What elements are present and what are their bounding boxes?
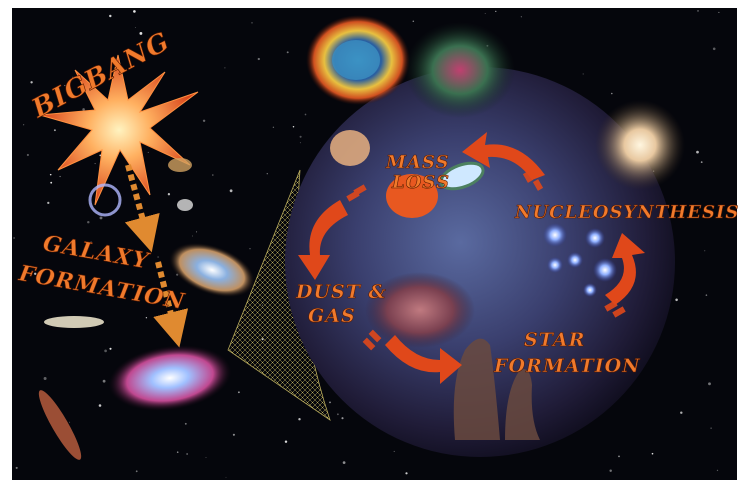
background-star xyxy=(250,248,251,249)
globular-cluster xyxy=(595,100,685,190)
background-star xyxy=(177,451,179,453)
star-formation-label-line1: STAR xyxy=(524,329,585,351)
background-star xyxy=(206,457,207,458)
background-star xyxy=(109,348,111,350)
background-star xyxy=(59,176,60,177)
background-star xyxy=(157,256,159,258)
background-star xyxy=(718,12,719,13)
mass-loss-label-line2: LOSS xyxy=(391,172,450,193)
background-star xyxy=(224,67,225,68)
background-star xyxy=(135,27,136,28)
background-star xyxy=(186,453,187,454)
background-star xyxy=(185,423,187,425)
dust-gas-label-line1: DUST & xyxy=(295,281,387,303)
background-star xyxy=(27,154,29,156)
background-star xyxy=(13,237,15,239)
background-star xyxy=(146,317,147,318)
background-star xyxy=(329,402,331,404)
background-star xyxy=(192,236,193,237)
ring-nebula-hole xyxy=(332,40,380,80)
background-star xyxy=(300,136,302,138)
background-star xyxy=(50,174,52,176)
background-star xyxy=(706,294,708,296)
edge-on-galaxy xyxy=(44,316,104,328)
background-star xyxy=(618,456,620,458)
background-star xyxy=(701,161,703,163)
background-star xyxy=(285,440,287,442)
background-star xyxy=(675,299,678,302)
background-star xyxy=(87,221,89,223)
background-star xyxy=(300,142,301,143)
background-star xyxy=(413,21,415,23)
background-star xyxy=(133,10,136,13)
background-star xyxy=(30,81,32,83)
background-star xyxy=(267,173,268,174)
background-star xyxy=(212,174,214,176)
background-star xyxy=(136,470,138,472)
background-star xyxy=(704,250,705,251)
background-star xyxy=(252,22,253,23)
background-star xyxy=(287,51,289,53)
background-star xyxy=(405,472,407,474)
background-star xyxy=(95,163,96,164)
background-star xyxy=(54,129,56,131)
small-galaxy-2 xyxy=(177,199,193,211)
background-star xyxy=(148,152,149,153)
background-star xyxy=(99,404,102,407)
emission-nebula xyxy=(405,22,515,118)
background-star xyxy=(203,120,205,122)
background-star xyxy=(47,202,49,204)
background-star xyxy=(139,32,142,35)
background-star xyxy=(696,151,699,154)
background-star xyxy=(495,11,496,12)
dust-gas-label-line2: GAS xyxy=(308,305,356,327)
background-star xyxy=(238,391,240,393)
background-star xyxy=(521,16,522,17)
planetary-nebula xyxy=(330,130,370,166)
background-star xyxy=(69,422,70,423)
star-formation-label-line2: FORMATION xyxy=(493,355,641,377)
background-star xyxy=(680,411,682,413)
background-star xyxy=(611,93,613,95)
background-star xyxy=(305,114,307,116)
background-star xyxy=(485,13,486,14)
background-star xyxy=(710,427,711,428)
background-star xyxy=(341,417,343,419)
background-star xyxy=(273,127,274,128)
background-star xyxy=(708,382,711,385)
background-star xyxy=(16,467,18,469)
background-star xyxy=(44,377,47,380)
background-star xyxy=(230,189,233,192)
background-star xyxy=(337,413,339,415)
background-star xyxy=(50,182,52,184)
background-star xyxy=(233,434,235,436)
background-star xyxy=(196,231,197,232)
mass-loss-label-line1: MASS xyxy=(385,152,450,173)
background-star xyxy=(717,470,718,471)
background-star xyxy=(293,126,294,127)
background-star xyxy=(109,15,111,17)
background-star xyxy=(394,451,395,452)
background-star xyxy=(697,10,699,12)
background-star xyxy=(713,47,716,50)
background-star xyxy=(226,477,227,478)
background-star xyxy=(104,350,107,353)
background-star xyxy=(23,124,24,125)
background-star xyxy=(100,216,103,219)
background-star xyxy=(103,380,106,383)
background-star xyxy=(609,469,611,471)
small-galaxy-1 xyxy=(168,158,192,172)
background-star xyxy=(258,58,260,60)
background-star xyxy=(652,453,654,455)
background-star xyxy=(583,73,584,74)
background-star xyxy=(82,108,85,111)
nucleosynthesis-label: NUCLEOSYNTHESIS xyxy=(514,202,739,223)
background-star xyxy=(168,193,170,195)
background-star xyxy=(343,461,346,464)
background-star xyxy=(298,418,300,420)
